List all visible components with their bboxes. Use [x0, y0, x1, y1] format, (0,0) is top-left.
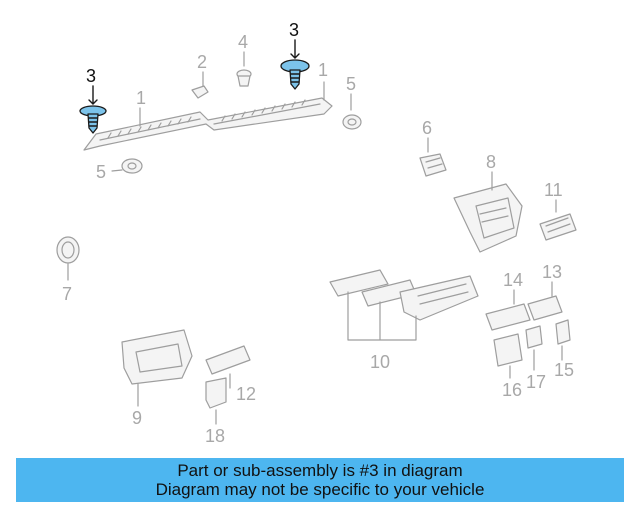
callout-3b: 3 [289, 20, 299, 40]
banner-line-1: Part or sub-assembly is #3 in diagram [177, 461, 463, 480]
callout-13: 13 [542, 262, 562, 282]
part-3-screw-right [280, 39, 310, 90]
callout-15: 15 [554, 360, 574, 380]
part-4-plug [236, 51, 252, 87]
callout-18: 18 [205, 426, 225, 446]
callout-17: 17 [526, 372, 546, 392]
callout-14: 14 [503, 270, 523, 290]
part-17-clip [525, 325, 543, 371]
callout-1a: 1 [136, 88, 146, 108]
part-16-panel [493, 333, 523, 379]
part-5-grommet-left [111, 158, 143, 174]
callout-9: 9 [132, 408, 142, 428]
callout-6: 6 [422, 118, 432, 138]
part-8-center-panel [453, 171, 523, 253]
part-2-clip [191, 71, 209, 99]
part-13-vent [527, 281, 563, 321]
callout-12: 12 [236, 384, 256, 404]
part-3-screw-left [79, 85, 107, 134]
callout-1b: 1 [318, 60, 328, 80]
part-6-vent [419, 137, 447, 177]
callout-2: 2 [197, 52, 207, 72]
part-9-duct-box [121, 329, 193, 407]
part-15-bracket [555, 319, 571, 361]
part-1-duct [83, 81, 333, 151]
callout-11: 11 [544, 180, 563, 200]
callout-8: 8 [486, 152, 496, 172]
part-11-side-vent [539, 199, 577, 241]
callout-3a: 3 [86, 66, 96, 86]
part-10-vent-assembly [329, 269, 479, 341]
callout-7: 7 [62, 284, 72, 304]
part-5-grommet-right [342, 93, 362, 130]
callout-5a: 5 [346, 74, 356, 94]
part-7-round-vent [56, 236, 80, 281]
banner-line-2: Diagram may not be specific to your vehi… [155, 480, 485, 499]
callout-10: 10 [370, 352, 390, 372]
part-12-vent [205, 345, 251, 389]
callout-4: 4 [238, 32, 248, 52]
callout-5b: 5 [96, 162, 106, 182]
callout-16: 16 [502, 380, 522, 400]
part-18-cap [205, 377, 227, 425]
info-banner: Part or sub-assembly is #3 in diagram Di… [16, 458, 624, 502]
part-14-vent [485, 289, 531, 331]
